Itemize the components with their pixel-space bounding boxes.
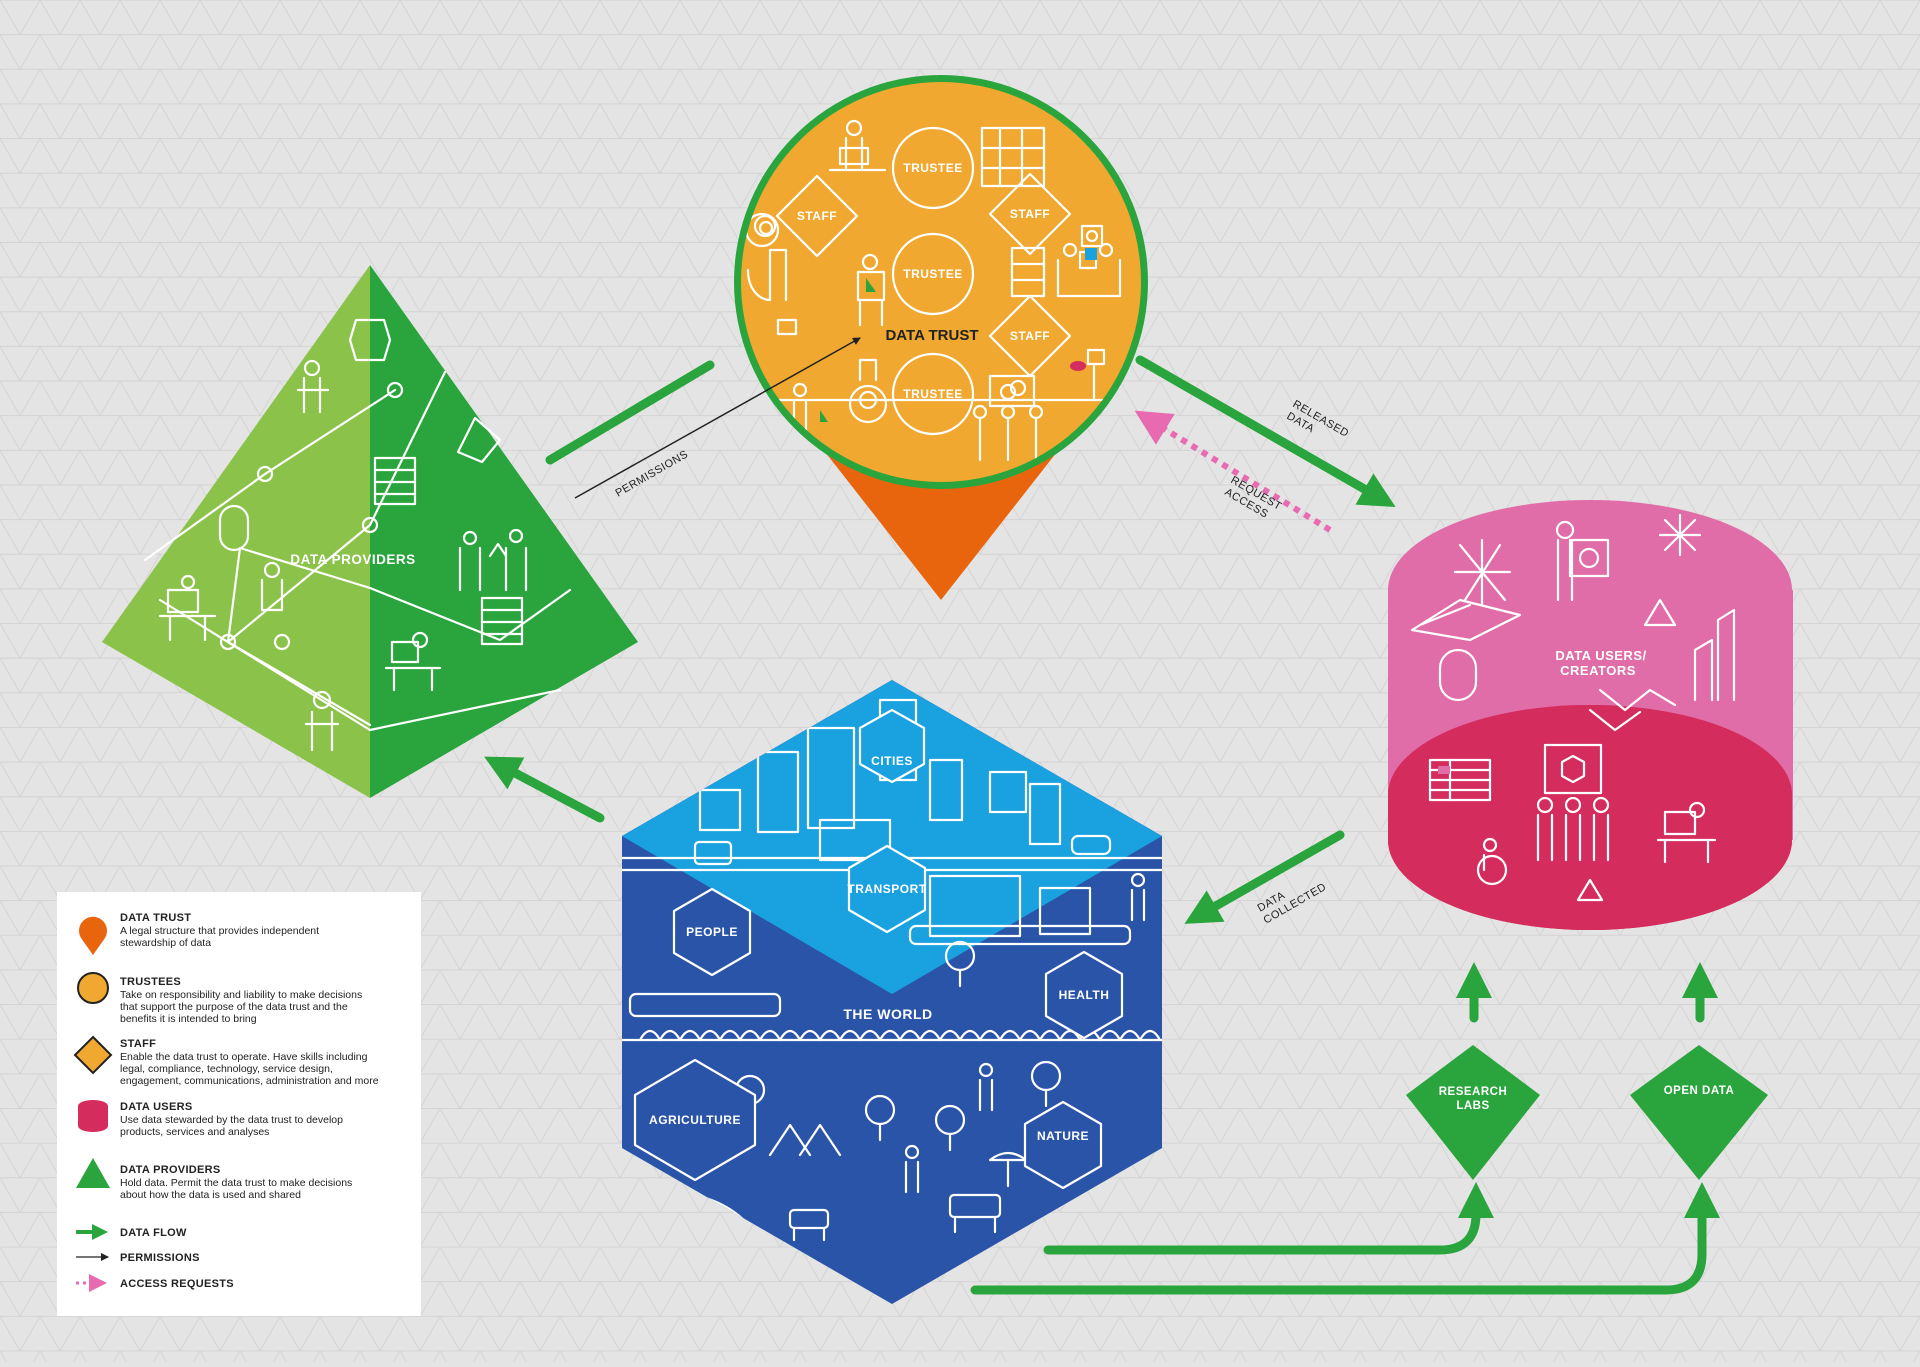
staff-diamond-2 bbox=[988, 172, 1072, 256]
research-labs-node: RESEARCH LABS bbox=[1406, 1045, 1540, 1180]
legend-desc: products, services and analyses bbox=[120, 1126, 269, 1138]
flow-released-data-arrow bbox=[1135, 355, 1396, 507]
data-trust-title: DATA TRUST bbox=[885, 327, 978, 344]
sector-label-nature: NATURE bbox=[1037, 1129, 1089, 1143]
data-users-node: DATA USERS/ CREATORS bbox=[1388, 500, 1793, 930]
sector-label-transport: TRANSPORT bbox=[847, 882, 926, 896]
data-trust-node: TRUSTEE TRUSTEE TRUSTEE STAFF STAFF STAF… bbox=[734, 75, 1148, 600]
flow-arrows bbox=[484, 337, 1720, 1295]
data-trust-circle bbox=[741, 82, 1141, 482]
open-data-diamond bbox=[1630, 1045, 1768, 1180]
trustee-label-1: TRUSTEE bbox=[903, 161, 963, 175]
research-labs-diamond bbox=[1406, 1045, 1540, 1180]
research-labs-label-line2: LABS bbox=[1456, 1100, 1489, 1112]
flow-providers-to-trust bbox=[545, 360, 715, 465]
hex-transport bbox=[847, 844, 927, 934]
hex-people bbox=[672, 887, 752, 977]
data-users-title-line2: CREATORS bbox=[1560, 663, 1636, 678]
legend-title: DATA TRUST bbox=[120, 912, 191, 924]
trustee-circle-3 bbox=[891, 352, 975, 436]
legend-desc: that support the purpose of the data tru… bbox=[120, 1001, 348, 1013]
staff-diamond-3 bbox=[988, 294, 1072, 378]
trustee-circle-1 bbox=[891, 126, 975, 210]
data-providers-title: DATA PROVIDERS bbox=[290, 552, 415, 567]
legend-desc: about how the data is used and shared bbox=[120, 1189, 301, 1201]
staff-diamond-1 bbox=[775, 174, 859, 258]
network-node bbox=[361, 516, 379, 534]
the-world-node: CITIES TRANSPORT PEOPLE HEALTH AGRICULTU… bbox=[622, 680, 1162, 1304]
sector-label-cities: CITIES bbox=[871, 754, 913, 768]
network-node bbox=[219, 633, 237, 651]
legend-desc: benefits it is intended to bring bbox=[120, 1013, 257, 1025]
legend-desc: A legal structure that provides independ… bbox=[120, 925, 319, 937]
data-trust-illustrations: TRUSTEE TRUSTEE TRUSTEE STAFF STAFF STAF… bbox=[744, 119, 1122, 462]
legend-item-data-users: DATA USERS Use data stewarded by the dat… bbox=[78, 1100, 343, 1138]
data-trust-icon bbox=[79, 916, 107, 955]
data-providers-node: DATA PROVIDERS bbox=[102, 265, 638, 798]
legend-item-staff: STAFF Enable the data trust to operate. … bbox=[73, 1035, 379, 1087]
legend-desc: stewardship of data bbox=[120, 937, 211, 949]
sector-label-people: PEOPLE bbox=[686, 925, 738, 939]
legend-desc: Hold data. Permit the data trust to make… bbox=[120, 1177, 352, 1189]
permissions-arrow bbox=[574, 337, 861, 499]
network-node bbox=[273, 633, 291, 651]
open-data-node: OPEN DATA bbox=[1630, 1045, 1768, 1180]
legend-key-data-flow: DATA FLOW bbox=[76, 1224, 187, 1240]
trustees-icon bbox=[77, 972, 109, 1004]
legend-key-label: DATA FLOW bbox=[120, 1227, 187, 1239]
legend-desc: legal, compliance, technology, service d… bbox=[120, 1063, 333, 1075]
flow-world-to-open-data-arrow bbox=[970, 1182, 1720, 1295]
flow-data-collected-arrow bbox=[1184, 830, 1345, 924]
sector-label-health: HEALTH bbox=[1059, 988, 1110, 1002]
the-world-title: THE WORLD bbox=[843, 1006, 932, 1022]
legend-key-label: PERMISSIONS bbox=[120, 1252, 200, 1264]
staff-icon bbox=[73, 1035, 113, 1075]
hex-health bbox=[1044, 950, 1124, 1040]
staff-label-2: STAFF bbox=[1010, 207, 1050, 221]
legend-title: STAFF bbox=[120, 1038, 156, 1050]
network-node bbox=[386, 381, 404, 399]
legend-title: DATA PROVIDERS bbox=[120, 1164, 221, 1176]
data-pyramid-green bbox=[866, 278, 876, 292]
open-data-label: OPEN DATA bbox=[1664, 1085, 1735, 1097]
trustee-label-3: TRUSTEE bbox=[903, 387, 963, 401]
data-users-title-line1: DATA USERS/ bbox=[1555, 648, 1646, 663]
flow-world-to-research-arrow bbox=[1043, 1182, 1494, 1255]
hex-nature bbox=[1023, 1100, 1103, 1190]
legend-desc: Enable the data trust to operate. Have s… bbox=[120, 1051, 368, 1063]
legend-key-access-requests: ACCESS REQUESTS bbox=[76, 1274, 234, 1292]
data-cylinder-pink bbox=[1070, 361, 1086, 371]
legend-panel bbox=[57, 892, 421, 1316]
legend-desc: engagement, communications, administrati… bbox=[120, 1075, 379, 1087]
data-users-icon bbox=[78, 1100, 108, 1132]
pyramid-right-face bbox=[370, 265, 638, 798]
legend-item-trustees: TRUSTEES Take on responsibility and liab… bbox=[77, 972, 362, 1025]
hex-agriculture bbox=[633, 1058, 757, 1182]
legend: DATA TRUST A legal structure that provid… bbox=[57, 892, 421, 1316]
trustee-label-2: TRUSTEE bbox=[903, 267, 963, 281]
trustee-circle-2 bbox=[891, 232, 975, 316]
data-providers-icon bbox=[76, 1158, 110, 1188]
legend-title: TRUSTEES bbox=[120, 976, 181, 988]
legend-desc: Use data stewarded by the data trust to … bbox=[120, 1114, 343, 1126]
staff-label-3: STAFF bbox=[1010, 329, 1050, 343]
legend-key-permissions: PERMISSIONS bbox=[76, 1252, 200, 1264]
users-illustrations bbox=[1410, 513, 1736, 902]
research-labs-label-line1: RESEARCH bbox=[1439, 1086, 1508, 1098]
data-cube-blue bbox=[1085, 248, 1097, 260]
legend-key-label: ACCESS REQUESTS bbox=[120, 1278, 234, 1290]
network-node bbox=[256, 465, 274, 483]
hex-cities bbox=[858, 708, 926, 784]
legend-item-data-trust: DATA TRUST A legal structure that provid… bbox=[79, 912, 319, 955]
legend-item-data-providers: DATA PROVIDERS Hold data. Permit the dat… bbox=[76, 1158, 352, 1201]
legend-title: DATA USERS bbox=[120, 1101, 192, 1113]
sector-label-agriculture: AGRICULTURE bbox=[649, 1113, 741, 1127]
flow-world-to-providers-arrow bbox=[484, 756, 605, 823]
staff-label-1: STAFF bbox=[797, 209, 837, 223]
legend-desc: Take on responsibility and liability to … bbox=[120, 989, 362, 1001]
